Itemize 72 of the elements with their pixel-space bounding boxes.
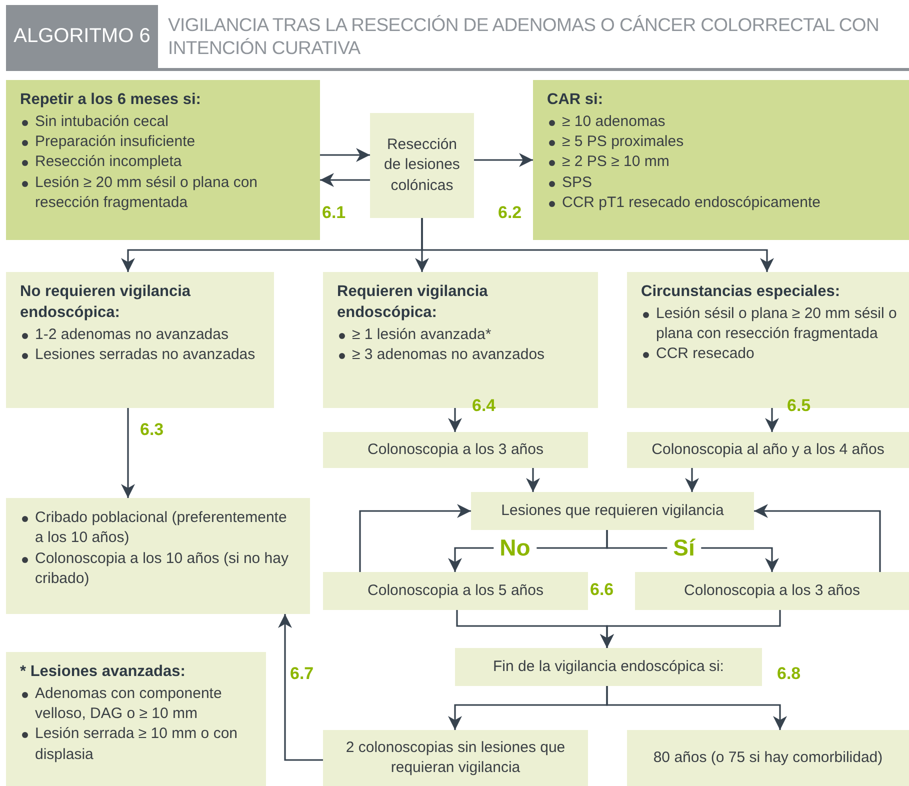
process-box [471,492,754,530]
process-box [6,652,266,786]
arrow [421,218,774,272]
process-box [370,113,474,218]
arrow [474,153,533,167]
bullet-text: ≥ 2 PS ≥ 10 mm [562,152,670,172]
bullet-text: Resección incompleta [35,152,182,172]
bullet-text: Lesiones serradas no avanzadas [35,345,256,366]
bullet-text: Lesión serrada ≥ 10 mm o con displasia [35,724,238,765]
arrow [320,148,370,162]
bullet-text: 1-2 adenomas no avanzadas [35,324,228,345]
box-text: Colonoscopia a los 5 años [368,580,544,601]
process-box [323,432,588,468]
box-text: Colonoscopia al año y a los 4 años [652,440,884,460]
box-text: 80 años (o 75 si hay comorbilidad) [653,748,883,768]
bullet-text: CCR resecado [656,344,754,364]
process-box [635,572,909,610]
arrow [606,686,787,730]
box-heading: * Lesiones avanzadas: [20,662,186,682]
box-text: Lesiones que requieren vigilancia [501,500,724,521]
step-number: 6.1 [322,203,346,223]
box-text: Resección de lesiones colónicas [383,135,461,196]
step-number: 6.5 [787,396,811,416]
arrow [121,408,135,498]
bullet-text: Lesión ≥ 20 mm sésil o plana con resección fragmentada [35,172,259,213]
process-box [627,432,909,468]
box-text: Fin de la vigilancia endoscópica si: [493,656,724,677]
bullet-text: SPS [562,172,592,193]
process-box [533,80,909,240]
process-box [323,730,588,786]
arrow [600,610,781,648]
box-heading: Repetir a los 6 meses si: [20,90,202,110]
box-heading: CAR si: [547,90,604,110]
arrow [278,614,323,761]
arrow [359,504,471,572]
bullet-text: CCR pT1 resecado endoscópicamente [562,192,820,213]
process-box [6,272,274,408]
algorithm-badge: ALGORITMO 6 [6,5,158,68]
arrow [685,468,699,492]
box-heading: Requieren vigilancia endoscópica: [337,282,489,323]
step-number: 6.2 [498,203,522,223]
arrow [320,173,370,187]
arrow [754,504,881,572]
bullet-text: Cribado poblacional (preferentemente a los 10 años) [35,508,288,548]
diagram-title: VIGILANCIA TRAS LA RESECCIÓN DE ADENOMAS O CÁNCER COLORRECTAL CON INTENCIÓN CURATIVA [168,14,880,59]
step-number: 6.4 [472,396,496,416]
box-heading: No requieren vigilancia endoscópica: [20,282,192,323]
bullet-text: ≥ 1 lesión avanzada* [352,324,492,345]
bullet-text: ≥ 3 adenomas no avanzados [352,345,545,366]
box-text: Colonoscopia a los 3 años [684,580,860,601]
step-number: 6.3 [140,420,164,440]
arrow [448,408,462,432]
bullet-text: Lesión sésil o plana ≥ 20 mm sésil o plana con resección fragmentada [656,304,897,344]
process-box [627,730,909,786]
box-text: 2 colonoscopias sin lesiones que requieran vigilancia [344,738,566,778]
step-number: 6.6 [590,580,614,600]
process-box [6,498,310,614]
step-number: 6.7 [290,664,314,684]
arrow [765,408,779,432]
process-box [455,648,762,686]
box-heading: Circunstancias especiales: [641,282,842,302]
process-box [6,80,320,240]
bullet-text: Colonoscopia a los 10 años (si no hay cribado) [35,548,290,589]
bullet-text: ≥ 5 PS proximales [562,132,684,152]
bullet-text: Adenomas con componente velloso, DAG o ≥ 10 mm [35,684,223,724]
bullet-text: ≥ 10 adenomas [562,112,666,132]
arrow [526,468,540,492]
bullet-text: Preparación insuficiente [35,132,196,152]
process-box [323,572,588,610]
step-number: 6.8 [777,664,801,684]
bullet-text: Sin intubación cecal [35,112,168,132]
box-text: Colonoscopia a los 3 años [368,440,544,460]
